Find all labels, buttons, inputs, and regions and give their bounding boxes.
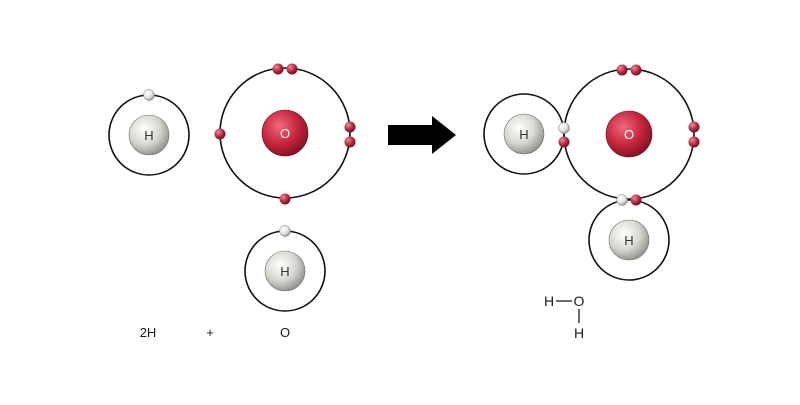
hydrogen-nucleus-label: H	[280, 264, 289, 279]
oxygen-nucleus-label: O	[624, 127, 634, 142]
formula-hydrogen-left: H	[544, 293, 554, 309]
oxygen-electron	[688, 121, 700, 133]
oxygen-electron	[344, 121, 356, 133]
hydrogen-nucleus	[503, 113, 545, 155]
oxygen-electron	[279, 193, 291, 205]
hydrogen-nucleus-label: H	[144, 128, 153, 143]
oxygen-atom-left: O	[214, 63, 356, 205]
oxygen-electron	[688, 136, 700, 148]
shared-electron-pair-left	[558, 122, 570, 148]
structural-formula: H O H	[544, 293, 585, 341]
formula-hydrogen-bottom: H	[574, 325, 584, 341]
hydrogen-orbit	[483, 93, 565, 175]
hydrogen-electron	[558, 122, 570, 134]
hydrogen-nucleus	[128, 114, 170, 156]
equation-reactant-oxygen: O	[280, 325, 290, 340]
oxygen-electron	[286, 63, 298, 75]
hydrogen-atom-left: H	[108, 89, 190, 176]
oxygen-atom-right: O	[563, 64, 700, 200]
hydrogen-atom-bottom: H	[244, 225, 326, 312]
oxygen-electron	[344, 136, 356, 148]
oxygen-electron	[630, 64, 642, 76]
hydrogen-atom-bonded-bottom: H	[588, 199, 670, 281]
hydrogen-electron	[143, 89, 155, 101]
hydrogen-electron	[279, 225, 291, 237]
hydrogen-nucleus-label: H	[519, 127, 528, 142]
oxygen-electron	[630, 194, 642, 206]
hydrogen-nucleus-label: H	[624, 233, 633, 248]
oxygen-electron	[214, 128, 226, 140]
shared-electron-pair-bottom	[616, 194, 642, 206]
equation-plus-sign: +	[206, 325, 214, 340]
oxygen-electron	[558, 136, 570, 148]
hydrogen-orbit	[588, 199, 670, 281]
hydrogen-electron	[616, 194, 628, 206]
oxygen-nucleus-label: O	[280, 126, 290, 141]
oxygen-electron	[616, 64, 628, 76]
hydrogen-nucleus	[264, 250, 306, 292]
equation-reactant-hydrogen: 2H	[140, 325, 157, 340]
hydrogen-atom-bonded-left: H	[483, 93, 565, 175]
oxygen-nucleus	[605, 110, 653, 158]
oxygen-nucleus	[261, 109, 309, 157]
oxygen-electron	[272, 63, 284, 75]
reaction-arrow-icon	[388, 116, 456, 154]
hydrogen-nucleus	[608, 219, 650, 261]
formula-oxygen: O	[574, 293, 585, 309]
